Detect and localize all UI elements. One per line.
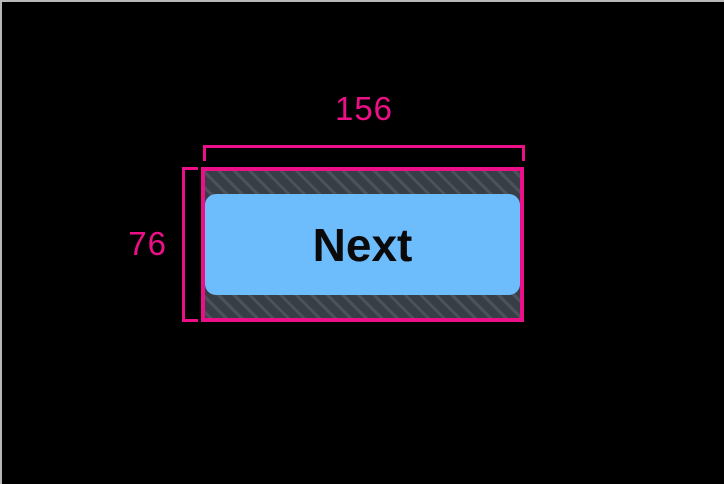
measured-element[interactable]: Next xyxy=(201,167,524,322)
next-button[interactable]: Next xyxy=(205,194,520,295)
height-dimension-label: 76 xyxy=(128,225,167,262)
width-dimension-bracket xyxy=(203,145,525,161)
width-dimension-label: 156 xyxy=(334,90,394,127)
next-button-label: Next xyxy=(312,218,413,271)
height-dimension-bracket xyxy=(182,167,198,322)
